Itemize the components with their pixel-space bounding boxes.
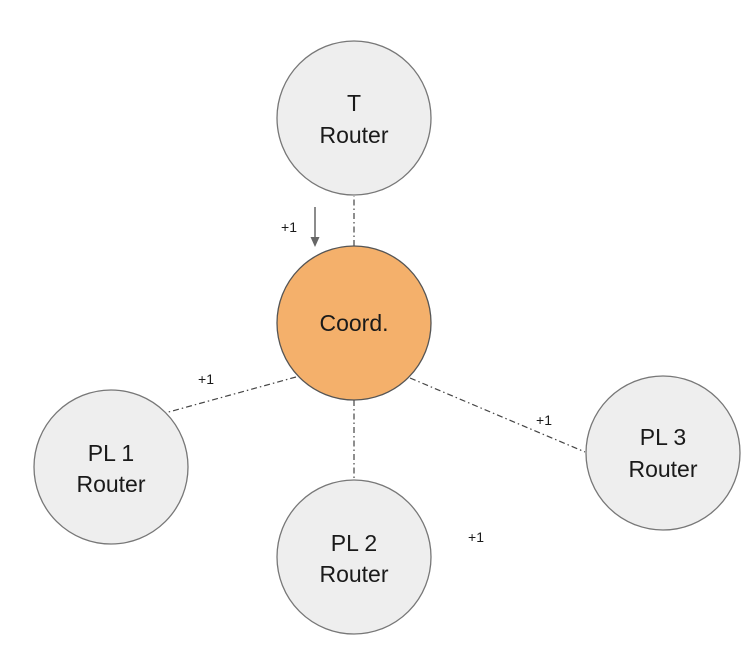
node-label-line-1: PL 2 — [331, 530, 377, 556]
node-label-line-1: Coord. — [319, 310, 388, 336]
node-circle — [585, 375, 741, 531]
node-label-line-2: Router — [319, 561, 388, 587]
node-t-router: T Router — [276, 40, 432, 196]
node-label-line-2: Router — [319, 122, 388, 148]
node-label-line-1: PL 1 — [88, 440, 134, 466]
node-label-line-2: Router — [76, 471, 145, 497]
node-circle — [33, 389, 189, 545]
node-label-line-1: PL 3 — [640, 424, 686, 450]
node-circle — [276, 479, 432, 635]
edge-label-t: +1 — [281, 219, 297, 235]
node-pl1-router: PL 1 Router — [33, 389, 189, 545]
node-pl2-router: PL 2 Router — [276, 479, 432, 635]
node-circle — [276, 245, 432, 401]
node-label-line-1: T — [347, 90, 361, 116]
edge-label-pl2: +1 — [468, 529, 484, 545]
node-pl3-router: PL 3 Router — [585, 375, 741, 531]
node-label-line-2: Router — [628, 456, 697, 482]
down-arrow-icon — [310, 207, 320, 247]
edge-coord-pl1-router — [164, 376, 297, 414]
edge-label-pl3: +1 — [536, 412, 552, 428]
node-circle — [276, 40, 432, 196]
node-coordinator: Coord. — [276, 245, 432, 401]
edge-coord-pl3-router — [409, 377, 586, 453]
edge-label-pl1: +1 — [198, 371, 214, 387]
